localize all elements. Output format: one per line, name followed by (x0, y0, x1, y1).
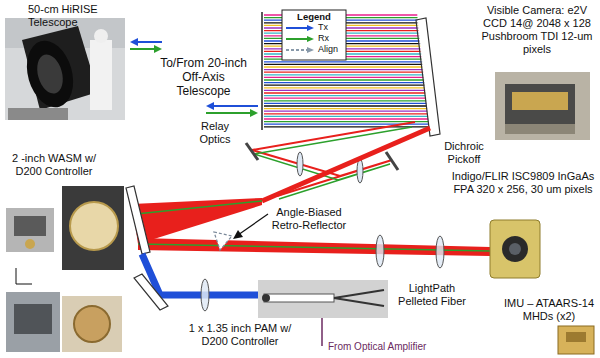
camera-caption: Visible Camera: e2V CCD 14@ 2048 x 128 P… (478, 4, 596, 56)
ray-line (264, 113, 428, 114)
retro-reflector (214, 214, 268, 250)
legend-box (282, 10, 346, 60)
pam-photo (6, 292, 122, 352)
legend-title: Legend (284, 11, 344, 22)
ray-line (264, 72, 423, 73)
camera-caption-box: Visible Camera: e2V CCD 14@ 2048 x 128 P… (478, 4, 596, 56)
part-name-box: IMU – ATAARS-14 MHDs (x2) (500, 297, 598, 323)
camera-caption: Indigo/FLIR ISC9809 InGaAs FPA 320 x 256… (450, 170, 596, 196)
ray-line (264, 118, 428, 119)
part-name-box: 1 x 1.35 inch PAM w/ D200 Controller (175, 322, 305, 348)
ray-line (264, 82, 425, 83)
ray-line (264, 79, 424, 80)
callout-label: Angle-Biased Retro-Reflector (270, 206, 348, 232)
ray-line (264, 74, 424, 75)
camera-photo (495, 72, 590, 140)
legend-samples (286, 25, 314, 53)
ray-line (264, 66, 423, 67)
ray-line (264, 116, 428, 117)
part-name-box: 2 -inch WASM w/ D200 Controller (4, 152, 104, 178)
part-name: IMU – ATAARS-14 MHDs (x2) (500, 297, 598, 323)
beam-note-box: To/From 20-inch Off-Axis Telescope (156, 56, 251, 98)
callout-label-box: Angle-Biased Retro-Reflector (270, 206, 348, 232)
part-name-box: LightPath Pelleted Fiber (392, 282, 472, 308)
ray-line (264, 69, 423, 70)
legend-sample (286, 25, 314, 31)
part-name-box: Relay Optics (192, 120, 238, 146)
camera-caption-box: Indigo/FLIR ISC9809 InGaAs FPA 320 x 256… (450, 170, 596, 196)
legend-text: Rx (318, 33, 344, 44)
fiber-photo (258, 280, 388, 318)
ray-line (264, 100, 426, 101)
ray-line (264, 61, 422, 62)
axis-symbol (16, 268, 32, 284)
part-name: Relay Optics (192, 120, 238, 146)
wasm-mirror (126, 186, 150, 254)
amplifier-lead (321, 318, 323, 346)
part-name: 1 x 1.35 inch PAM w/ D200 Controller (175, 322, 305, 348)
aperture-line (261, 12, 263, 130)
imu-photo (558, 326, 594, 354)
ray-line (264, 108, 427, 109)
legend-text-box: Align (318, 44, 344, 55)
signal-note: From Optical Amplifier (328, 341, 458, 353)
wasm-photo (6, 186, 124, 270)
part-name-box: Dichroic Pickoff (436, 140, 492, 166)
ray-line (264, 121, 429, 122)
ray-line (264, 126, 429, 127)
beam-note: To/From 20-inch Off-Axis Telescope (156, 56, 251, 98)
legend-sample (286, 47, 314, 53)
legend-text-box: Rx (318, 33, 344, 44)
signal-note-box: From Optical Amplifier (328, 341, 458, 353)
ray-line (264, 77, 424, 78)
ray-line (264, 92, 426, 93)
legend-title-box: Legend (284, 11, 344, 22)
ray-line (264, 64, 423, 65)
ray-line (264, 105, 427, 106)
red-beam (132, 128, 490, 268)
legend-sample (286, 36, 314, 42)
ray-line (264, 103, 427, 104)
part-name: 2 -inch WASM w/ D200 Controller (4, 152, 104, 178)
ray-line (264, 85, 425, 86)
legend-text-box: Tx (318, 22, 344, 33)
telescope-photo (5, 18, 125, 120)
ray-line (264, 111, 428, 112)
beam-arrows (130, 38, 258, 117)
ray-line (264, 87, 425, 88)
photo-caption: 50-cm HiRISE Telescope (28, 3, 148, 29)
ray-line (264, 95, 426, 96)
ingaas-camera-photo (490, 220, 540, 278)
pam-mirror (134, 274, 168, 310)
photo-caption-box: 50-cm HiRISE Telescope (28, 3, 148, 29)
part-name: LightPath Pelleted Fiber (392, 282, 472, 308)
relay-optics (246, 122, 415, 199)
dichroic-pickoff (416, 18, 440, 136)
ray-line (264, 90, 425, 91)
legend-text: Tx (318, 22, 344, 33)
legend-text: Align (318, 44, 344, 55)
ray-line (264, 98, 426, 99)
part-name: Dichroic Pickoff (436, 140, 492, 166)
